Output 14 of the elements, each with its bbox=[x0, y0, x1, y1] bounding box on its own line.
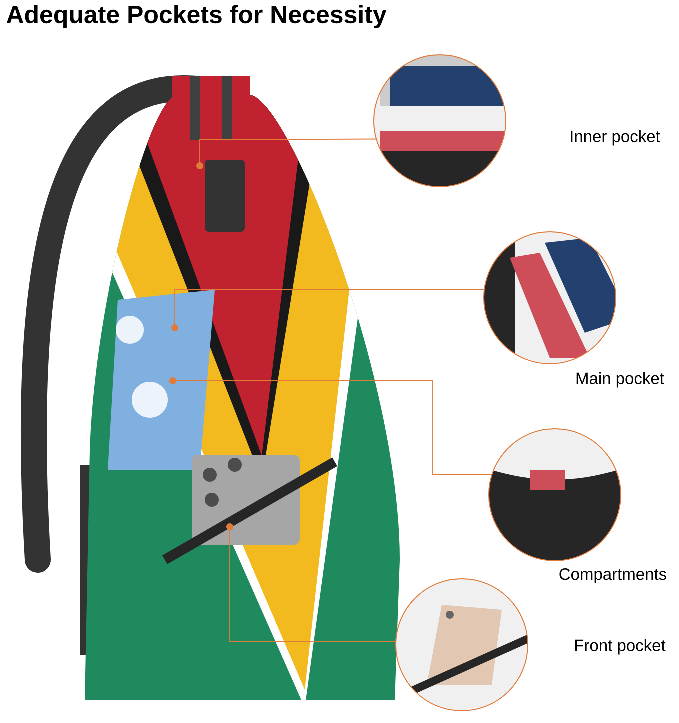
pocket-detail-picture bbox=[488, 428, 622, 562]
pocket-detail-picture bbox=[484, 232, 616, 364]
pocket-detail-picture bbox=[396, 578, 528, 712]
leader-line bbox=[172, 290, 485, 332]
leader-line bbox=[170, 378, 492, 476]
leader-line bbox=[196, 138, 377, 170]
callout-label: Front pocket bbox=[576, 639, 666, 655]
callout-label: Compartments bbox=[560, 568, 666, 584]
leader-line bbox=[226, 524, 396, 642]
title: Adequate Pockets for Necessity bbox=[6, 5, 387, 29]
pocket-detail-picture bbox=[374, 54, 506, 188]
callout-label: Main pocket bbox=[576, 372, 664, 388]
sling-bag-drawing bbox=[21, 76, 400, 700]
callout-label: Inner pocket bbox=[571, 130, 660, 146]
